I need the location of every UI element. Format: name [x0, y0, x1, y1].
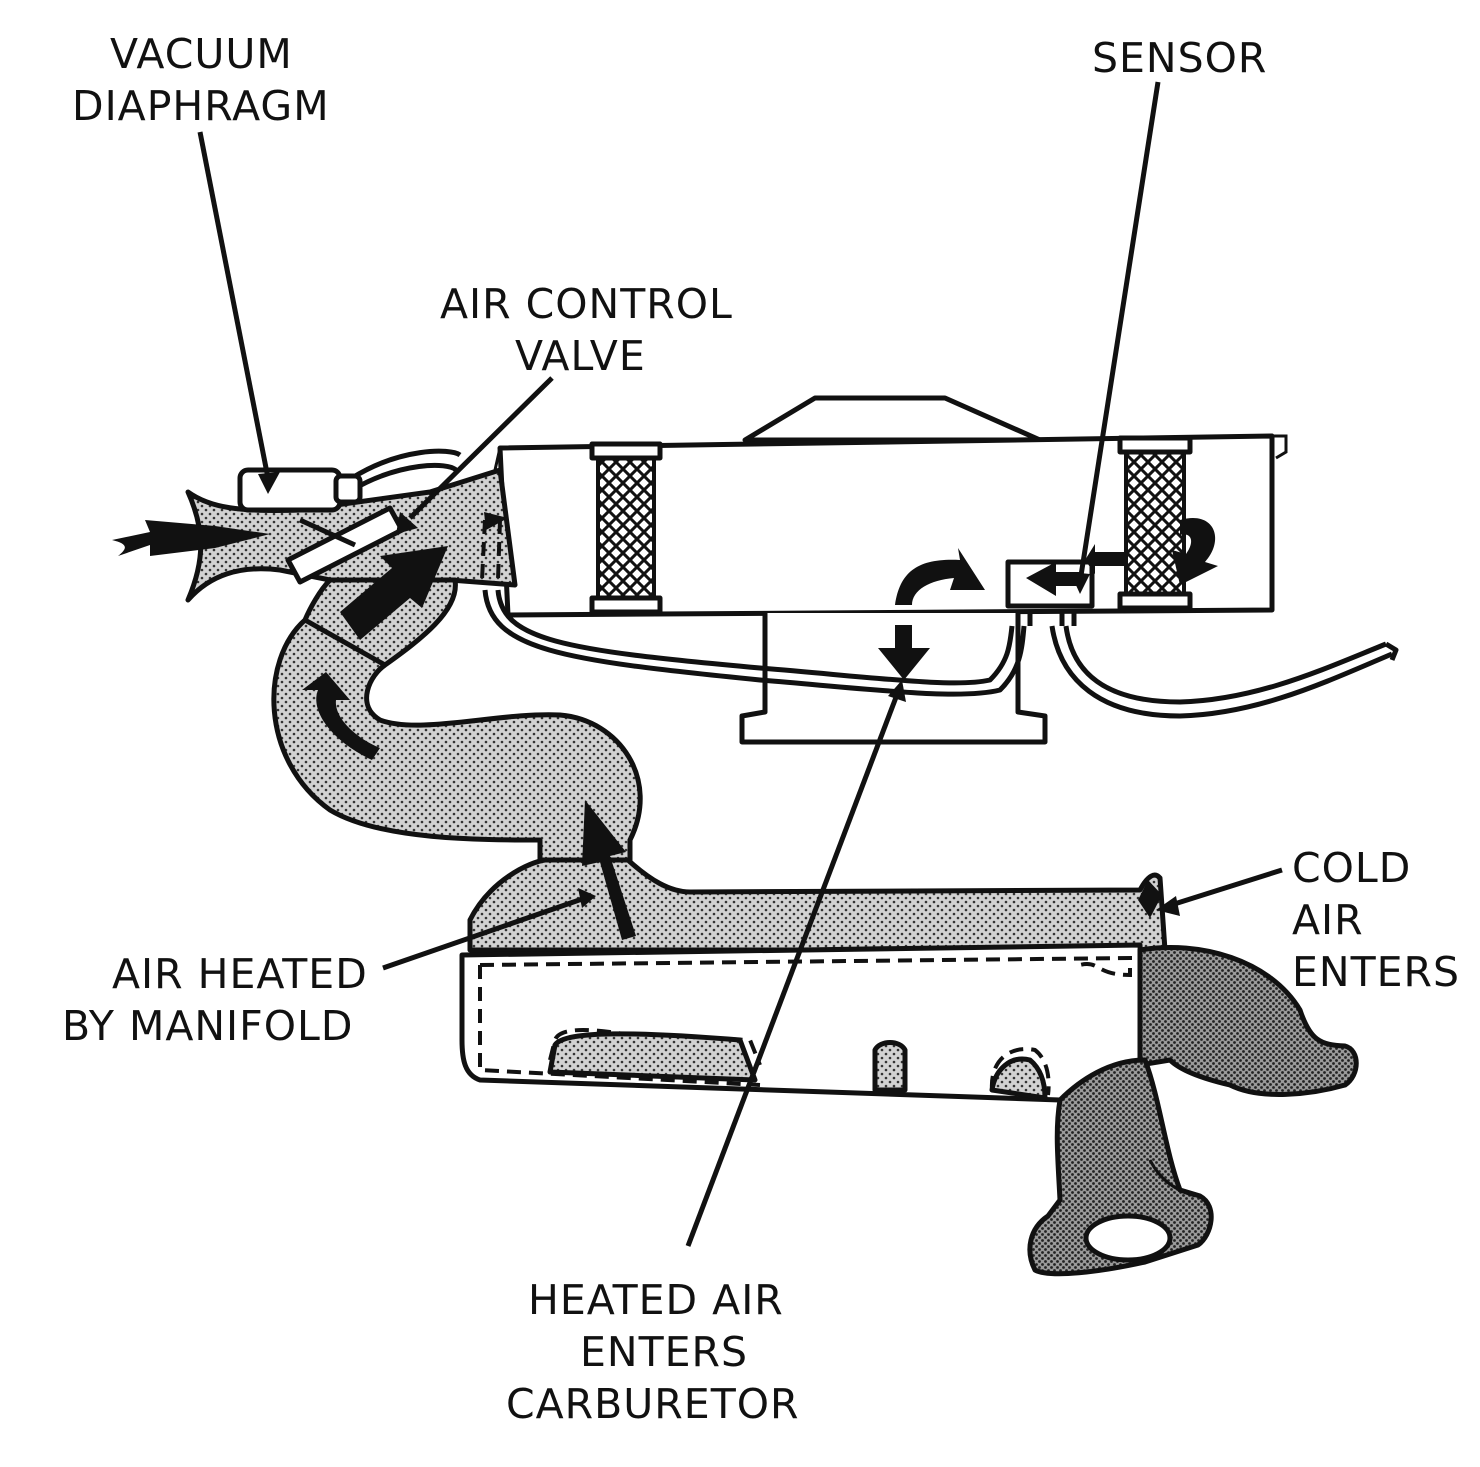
label-text: BY MANIFOLD [62, 1002, 353, 1050]
inlet-flow-arrow [112, 520, 270, 556]
filter-flow-arrow [895, 548, 985, 605]
vacuum-hoses [350, 448, 1399, 719]
duct-flow-arrow-2 [302, 672, 380, 760]
air-cleaner-lid-dome [742, 395, 1043, 443]
heat-duct [271, 577, 643, 863]
label-text: ENTERS [580, 1328, 748, 1376]
filter-element-left [596, 442, 656, 614]
label-vacuum-diaphragm: VACUUM DIAPHRAGM [72, 30, 330, 130]
carb-flow-arrow-down [878, 625, 930, 680]
label-text: VALVE [515, 332, 646, 380]
manifold-flow-arrow [582, 800, 636, 940]
vacuum-diaphragm [237, 467, 343, 513]
leader-lines [197, 81, 1283, 1247]
cold-air-pipe [1137, 945, 1359, 1097]
label-cold-air-enters: COLD AIR ENTERS [1292, 844, 1460, 996]
exhaust-outlet-pipe [1027, 1057, 1214, 1277]
label-sensor: SENSOR [1092, 34, 1267, 82]
filter-element-right [1124, 438, 1186, 610]
label-text: AIR HEATED [112, 950, 368, 998]
label-heated-air-enters-carburetor: HEATED AIR ENTERS CARBURETOR [506, 1276, 800, 1428]
label-text: ENTERS [1292, 948, 1460, 996]
label-text: VACUUM [110, 30, 293, 78]
label-text: HEATED AIR [528, 1276, 784, 1324]
label-text: AIR [1292, 896, 1364, 944]
sensor-flow-arrow [1026, 562, 1080, 596]
label-text: DIAPHRAGM [72, 82, 330, 130]
cold-air-flow-arrow [1172, 518, 1218, 585]
label-air-heated-by-manifold: AIR HEATED BY MANIFOLD [62, 950, 368, 1050]
duct-flow-arrow-1 [340, 546, 448, 640]
label-text: AIR CONTROL [440, 280, 733, 328]
airflow-arrows [112, 512, 1218, 940]
label-text: COLD [1292, 844, 1411, 892]
label-air-control-valve: AIR CONTROL VALVE [440, 280, 733, 380]
label-text: CARBURETOR [506, 1380, 800, 1428]
label-text: SENSOR [1092, 34, 1267, 82]
